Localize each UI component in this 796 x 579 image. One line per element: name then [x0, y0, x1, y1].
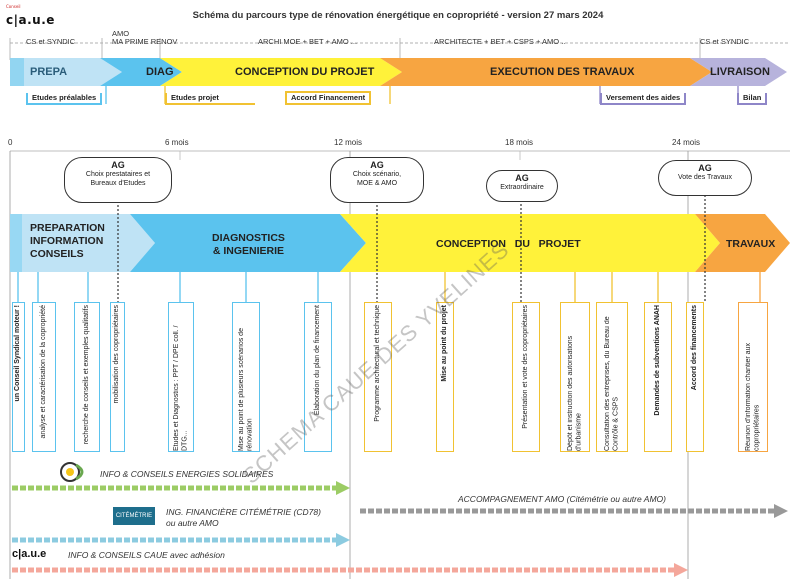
task-analyse: analyse et caractérisation de la copropr…: [32, 302, 56, 452]
info-accompagnement-amo: ACCOMPAGNEMENT AMO (Citémétrie ou autre …: [458, 494, 666, 504]
task-programme: Programme architectural et technique: [364, 302, 392, 452]
task-mise-au-point: Mise au point du projet: [436, 302, 454, 452]
citemetrie-logo: CITÉMÉTRIE: [113, 507, 155, 525]
task-accord-financements: Accord des financements: [686, 302, 704, 452]
phase-execution-arrow: [380, 58, 712, 86]
month-0: 0: [8, 138, 13, 147]
conception-arrow: [340, 214, 720, 272]
ag-vote-travaux: AG Vote des Travaux: [658, 160, 752, 196]
month-24: 24 mois: [672, 138, 701, 147]
task-plan-financement: Élaboration du plan de financement: [304, 302, 332, 452]
info-citemetrie: ING. FINANCIÈRE CITÉMÉTRIE (CD78) ou aut…: [166, 507, 321, 528]
phase-prepa-label: PREPA: [30, 66, 68, 78]
preparation-arrow: [10, 214, 155, 272]
ag-choix-prestataires: AG Choix prestataires et Bureaux d'Etude…: [64, 157, 172, 203]
ag-choix-scenario: AG Choix scénario, MOE & AMO: [330, 157, 424, 203]
phase-conception-arrow: [160, 58, 402, 86]
info-caue: INFO & CONSEILS CAUE avec adhésion: [68, 550, 225, 560]
task-vote: Présentation et vote des copropriétaires: [512, 302, 540, 452]
page-title: Schéma du parcours type de rénovation én…: [192, 10, 604, 21]
task-mobilisation: mobilisation des copropriétaires: [110, 302, 125, 452]
diagnostics-arrow: [130, 214, 366, 272]
amo-arrow: [360, 504, 788, 518]
actor-cs-syndic-2: CS et SYNDIC: [700, 37, 750, 46]
ag-extraordinaire: AG Extraordinaire: [486, 170, 558, 202]
deliverable-etudes-prealables: Etudes préalables: [26, 93, 103, 105]
caue-logo-text: c|a.u.e: [6, 13, 55, 27]
phase-diag-arrow: [100, 58, 182, 86]
actor-cs-syndic: CS et SYNDIC: [26, 37, 76, 46]
phase-conception-label: CONCEPTION DU PROJET: [235, 66, 375, 78]
task-reunion-chantier: Réunion d'information chantier aux copro…: [738, 302, 768, 452]
month-6: 6 mois: [165, 138, 189, 147]
caue-logo: Conseil c|a.u.e: [6, 4, 55, 27]
task-consultation: Consultation des entreprises, du Bureau …: [596, 302, 628, 452]
phase-execution-label: EXECUTION DES TRAVAUX: [490, 66, 635, 78]
task-scenarios: Mise au point de plusieurs scénarios de …: [232, 302, 260, 452]
deliverable-versement-aides: Versement des aides: [600, 93, 687, 105]
citemetrie-arrow: [12, 533, 350, 547]
caue-small-logo: c|a.u.e: [12, 548, 47, 560]
travaux-arrow: [695, 214, 790, 272]
phase-livraison-label: LIVRAISON: [710, 66, 770, 78]
task-subventions: Demandes de subventions ANAH: [644, 302, 672, 452]
deliverable-bilan: Bilan: [737, 93, 768, 105]
actor-archi-moe: ARCHI MOE + BET + AMO ...: [258, 37, 358, 46]
energies-arrow: [12, 481, 350, 495]
task-urbanisme: Dépôt et instruction des autorisations d…: [560, 302, 590, 452]
phase-diag-label: DIAG: [146, 66, 174, 78]
month-12: 12 mois: [334, 138, 363, 147]
deliverable-accord-financement: Accord Financement: [285, 91, 372, 105]
phase-prepa-arrow: [10, 58, 122, 86]
caue-arrow: [12, 563, 688, 577]
task-etudes-diagnostics: Etudes et Diagnostics : PPT / DPE coll. …: [168, 302, 194, 452]
month-18: 18 mois: [505, 138, 534, 147]
actor-architecte: ARCHITECTE + BET + CSPS + AMO ..: [434, 37, 566, 46]
task-recherche-conseils: recherche de conseils et exemples qualit…: [74, 302, 100, 452]
energies-solidaires-logo: [60, 461, 90, 483]
actor-amo: AMO MA PRIME RENOV: [112, 29, 178, 46]
phase-livraison-arrow: [690, 58, 787, 86]
conception-label: CONCEPTION DU PROJET: [436, 238, 581, 250]
deliverable-etudes-projet: Etudes projet: [165, 93, 255, 105]
diagnostics-label: DIAGNOSTICS & INGENIERIE: [212, 232, 285, 257]
task-conseil-syndical: un Conseil Syndical moteur !: [12, 302, 25, 452]
info-energies-solidaires: INFO & CONSEILS ENERGIES SOLIDAIRES: [100, 469, 274, 479]
travaux-label: TRAVAUX: [726, 238, 776, 250]
preparation-label: PREPARATION INFORMATION CONSEILS: [30, 222, 105, 260]
